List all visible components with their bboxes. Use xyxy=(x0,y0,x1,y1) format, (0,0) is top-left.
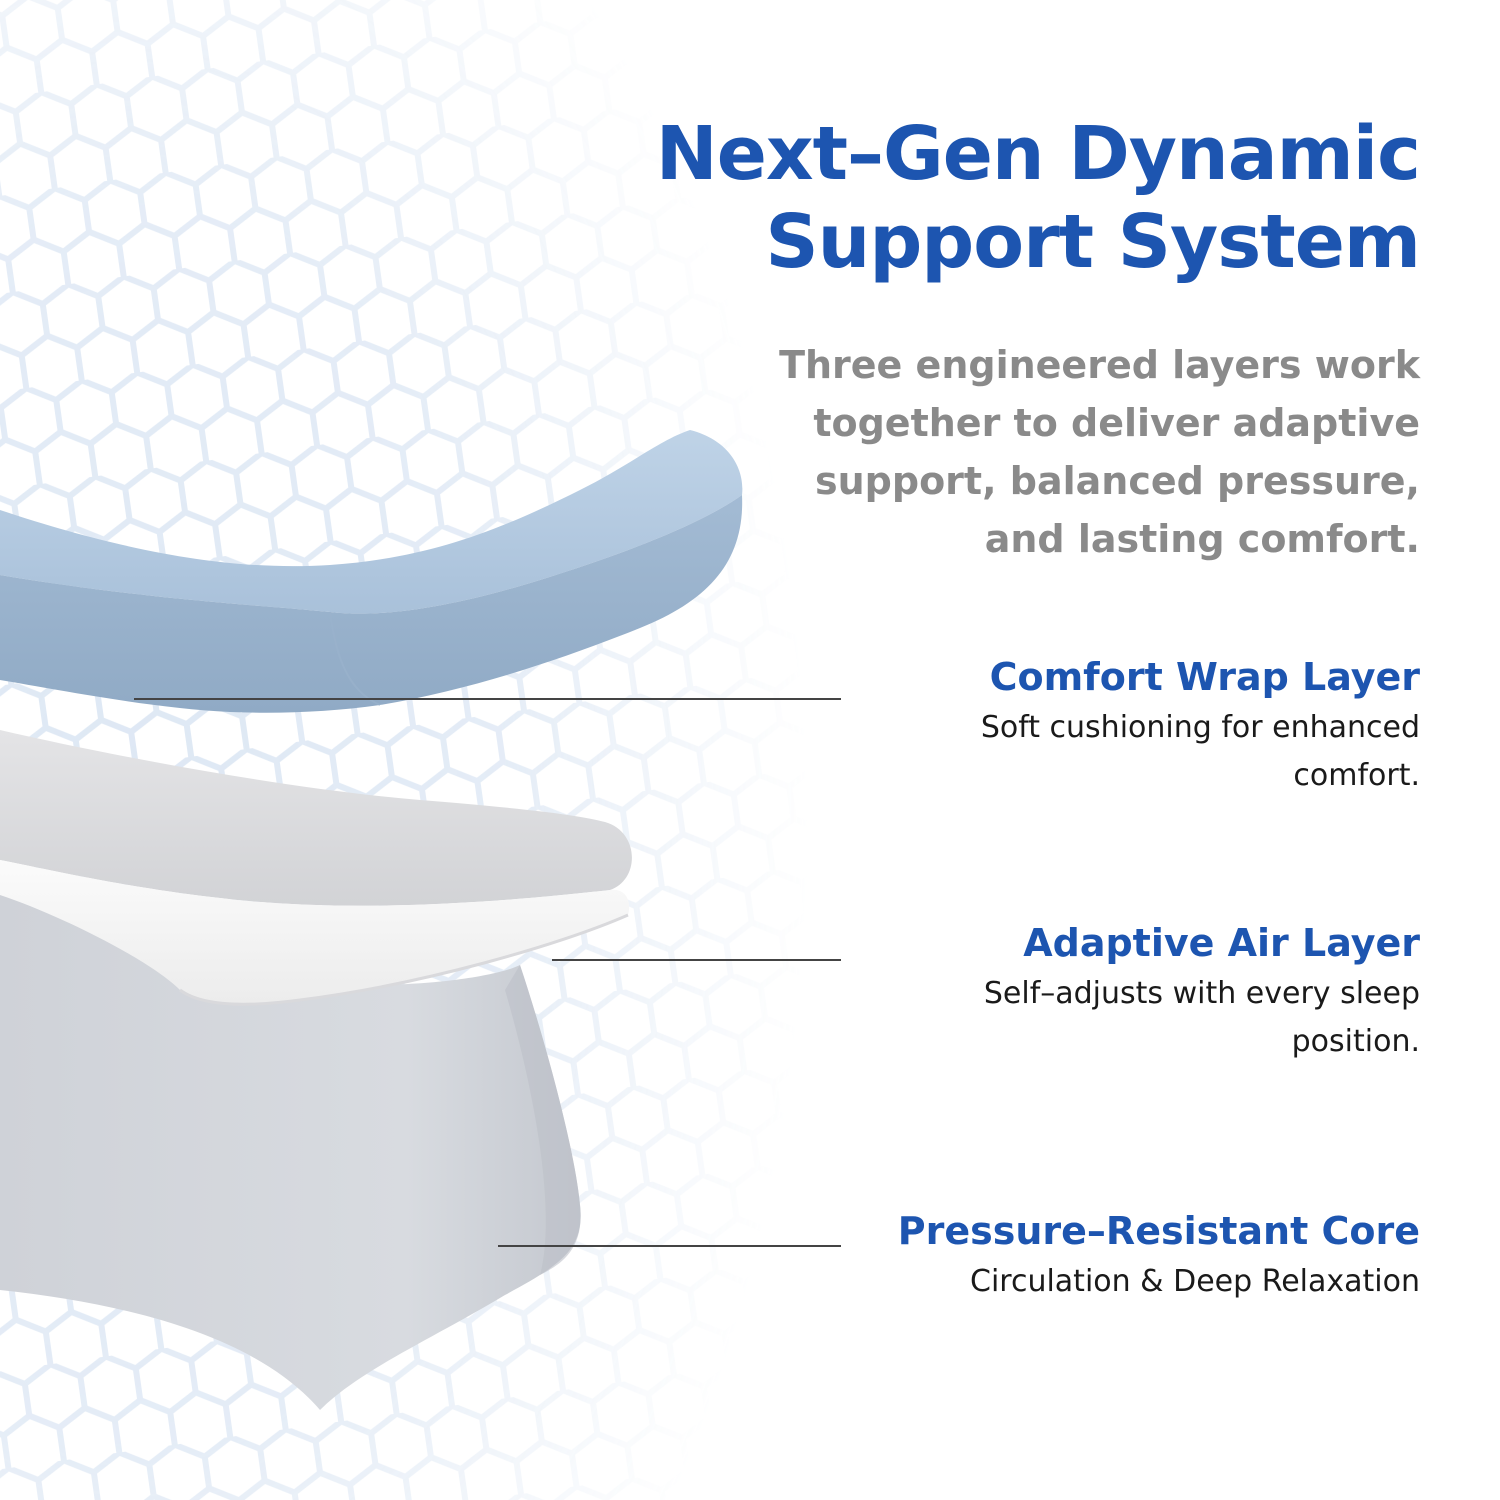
intro-line: together to deliver adaptive xyxy=(813,401,1420,445)
air-layer-shape xyxy=(0,730,632,1006)
layer-description: Circulation & Deep Relaxation xyxy=(840,1258,1420,1306)
core-layer-shape xyxy=(0,890,581,1410)
adaptive-air-layer-callout: Adaptive Air Layer Self–adjusts with eve… xyxy=(840,918,1420,1066)
layer-title: Adaptive Air Layer xyxy=(1023,921,1420,965)
title-line-2: Support System xyxy=(765,199,1421,285)
layer-description: Soft cushioning for enhanced comfort. xyxy=(840,704,1420,800)
intro-line: and lasting comfort. xyxy=(984,517,1420,561)
comfort-layer-leader-line xyxy=(134,698,841,700)
intro-line: support, balanced pressure, xyxy=(815,459,1420,503)
layer-title: Pressure–Resistant Core xyxy=(897,1209,1420,1253)
layer-description: Self–adjusts with every sleep position. xyxy=(840,970,1420,1066)
intro-line: Three engineered layers work xyxy=(779,343,1420,387)
layer-description-line: Self–adjusts with every sleep xyxy=(983,976,1420,1011)
pressure-resistant-core-callout: Pressure–Resistant Core Circulation & De… xyxy=(840,1206,1420,1306)
layer-title: Comfort Wrap Layer xyxy=(989,655,1420,699)
layer-description-line: position. xyxy=(1291,1024,1420,1059)
core-layer-leader-line xyxy=(498,1245,841,1247)
layer-description-line: Circulation & Deep Relaxation xyxy=(970,1264,1420,1299)
intro-paragraph: Three engineered layers work together to… xyxy=(680,336,1420,568)
air-layer-leader-line xyxy=(552,959,841,961)
title-line-1: Next–Gen Dynamic xyxy=(655,111,1421,197)
comfort-wrap-layer-callout: Comfort Wrap Layer Soft cushioning for e… xyxy=(840,652,1420,800)
layer-description-line: comfort. xyxy=(1293,758,1420,793)
page-title: Next–Gen Dynamic Support System xyxy=(520,110,1421,286)
layer-description-line: Soft cushioning for enhanced xyxy=(980,710,1420,745)
